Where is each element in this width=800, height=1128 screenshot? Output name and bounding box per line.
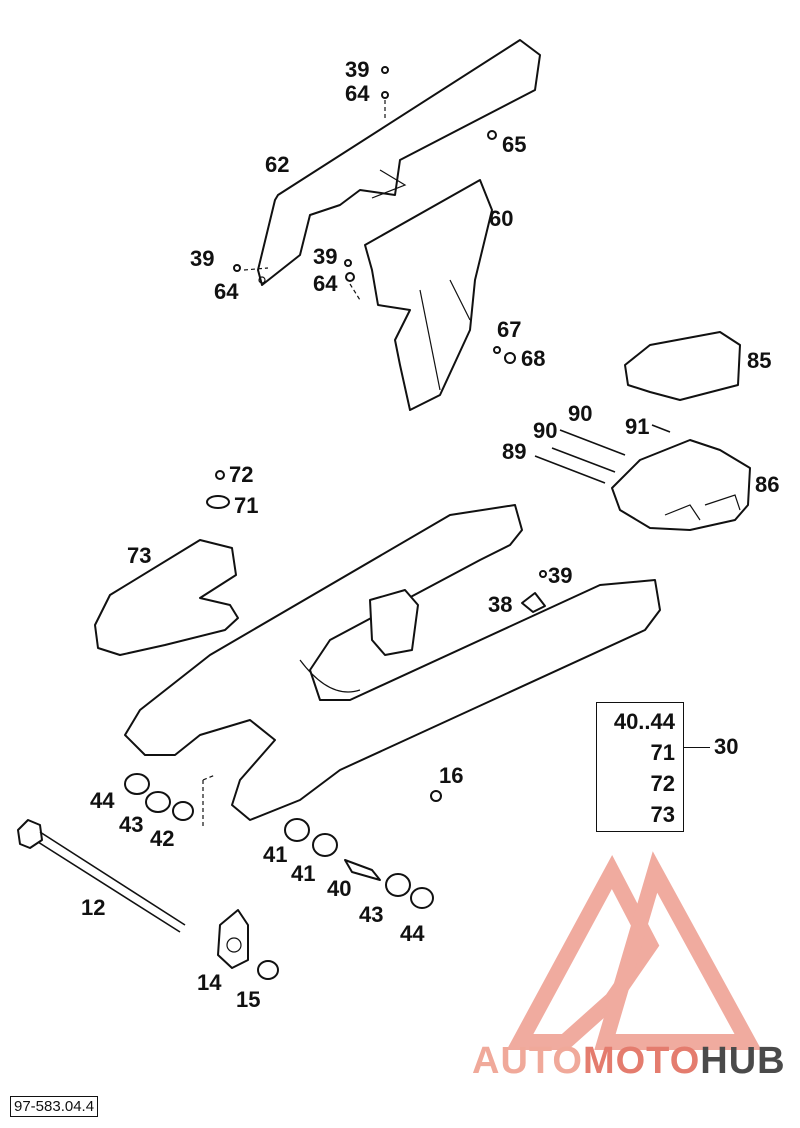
label-39: 39 xyxy=(345,57,369,82)
chain-slider-block xyxy=(624,331,741,401)
label-39: 39 xyxy=(548,563,572,588)
label-43: 43 xyxy=(359,902,383,927)
swingarm xyxy=(124,504,661,821)
label-40: 40 xyxy=(327,876,351,901)
small-fasteners xyxy=(206,66,547,802)
watermark-logo-icon xyxy=(506,851,762,1050)
chain-adjuster xyxy=(217,909,249,969)
label-86: 86 xyxy=(755,472,779,497)
kit-number: 30 xyxy=(714,734,739,759)
label-67: 67 xyxy=(497,317,521,342)
label-43: 43 xyxy=(119,812,143,837)
bearings-right xyxy=(284,818,434,909)
chain-guard xyxy=(364,179,493,411)
kit-leader-line xyxy=(684,747,710,748)
watermark-text: AUTOMOTOHUB xyxy=(472,1040,786,1083)
label-68: 68 xyxy=(521,346,545,371)
label-90: 90 xyxy=(568,401,592,426)
watermark-part-moto: MOTO xyxy=(582,1040,701,1082)
label-85: 85 xyxy=(747,348,771,373)
label-91: 91 xyxy=(625,414,649,439)
label-64: 64 xyxy=(345,81,370,106)
label-73: 73 xyxy=(127,543,151,568)
label-42: 42 xyxy=(150,826,174,851)
repair-kit-box: 40..44 71 72 73 xyxy=(596,702,684,832)
kit-row-1: 40..44 xyxy=(613,709,675,734)
chain-slide xyxy=(94,539,239,656)
bearings-left xyxy=(124,773,194,821)
axle-nut xyxy=(257,960,279,980)
label-71: 71 xyxy=(234,493,258,518)
label-15: 15 xyxy=(236,987,260,1012)
kit-row-4: 73 xyxy=(650,802,675,827)
swingarm-axle xyxy=(17,819,186,933)
label-44: 44 xyxy=(90,788,115,813)
label-41: 41 xyxy=(291,861,315,886)
chain-guide-bracket xyxy=(611,439,751,531)
label-62: 62 xyxy=(265,152,289,177)
label-38: 38 xyxy=(488,592,512,617)
watermark-part-auto: AUTO xyxy=(472,1040,583,1082)
watermark-part-hub: HUB xyxy=(700,1040,786,1082)
label-90: 90 xyxy=(533,418,557,443)
label-39: 39 xyxy=(313,244,337,269)
label-72: 72 xyxy=(229,462,253,487)
label-65: 65 xyxy=(502,132,526,157)
kit-row-3: 72 xyxy=(650,771,675,796)
label-64: 64 xyxy=(214,279,239,304)
label-16: 16 xyxy=(439,763,463,788)
label-39: 39 xyxy=(190,246,214,271)
kit-row-2: 71 xyxy=(650,740,675,765)
label-64: 64 xyxy=(313,271,338,296)
chain-guide-upper xyxy=(257,39,541,286)
label-41: 41 xyxy=(263,842,287,867)
drawing-number: 97-583.04.4 xyxy=(10,1096,99,1117)
leader-lines xyxy=(202,100,386,828)
bolts-89-90 xyxy=(534,424,671,484)
label-12: 12 xyxy=(81,895,105,920)
label-44: 44 xyxy=(400,921,425,946)
label-14: 14 xyxy=(197,970,222,995)
label-60: 60 xyxy=(489,206,513,231)
label-89: 89 xyxy=(502,439,526,464)
